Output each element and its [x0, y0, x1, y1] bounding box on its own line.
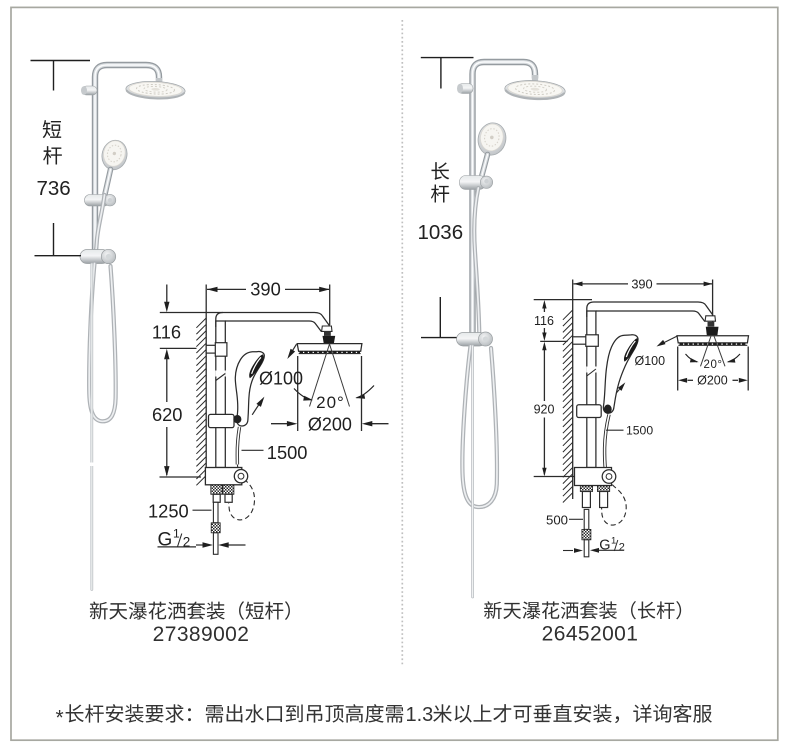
svg-text:1500: 1500	[267, 442, 308, 463]
svg-text:620: 620	[152, 404, 183, 425]
svg-text:1: 1	[173, 527, 180, 541]
svg-text:Ø200: Ø200	[308, 414, 352, 434]
svg-text:2: 2	[183, 535, 191, 550]
svg-text:116: 116	[152, 321, 181, 342]
svg-text:116: 116	[534, 314, 554, 328]
svg-text:390: 390	[631, 276, 652, 291]
svg-text:1036: 1036	[418, 221, 464, 244]
svg-text:500: 500	[546, 512, 568, 527]
svg-text:390: 390	[250, 278, 281, 299]
svg-text:20°: 20°	[704, 359, 723, 371]
svg-text:Ø200: Ø200	[697, 374, 728, 388]
svg-text:20°: 20°	[316, 393, 345, 412]
svg-text:G: G	[158, 529, 173, 550]
svg-text:26452001: 26452001	[542, 623, 639, 646]
svg-text:*: *	[56, 707, 64, 730]
svg-text:736: 736	[37, 177, 71, 200]
svg-text:1250: 1250	[148, 501, 189, 522]
svg-text:1500: 1500	[626, 423, 653, 437]
svg-text:Ø100: Ø100	[635, 354, 666, 368]
svg-text:920: 920	[534, 403, 555, 417]
svg-text:2: 2	[619, 542, 625, 554]
svg-text:1.3: 1.3	[406, 704, 434, 726]
svg-text:27389002: 27389002	[153, 623, 250, 646]
svg-text:Ø100: Ø100	[259, 369, 303, 389]
svg-text:G: G	[599, 538, 610, 554]
svg-text:1: 1	[611, 536, 616, 547]
